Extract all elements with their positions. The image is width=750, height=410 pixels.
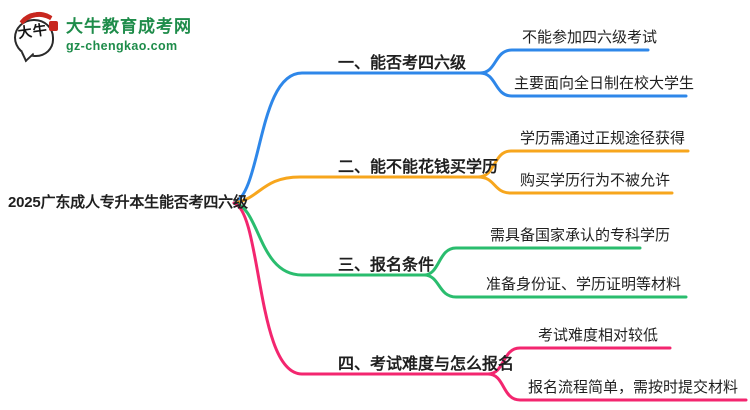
logo-brand-name: 大牛教育成考网 bbox=[66, 17, 192, 37]
logo-text-block: 大牛教育成考网 gz-chengkao.com bbox=[66, 18, 192, 53]
branch-4-child-1[interactable]: 考试难度相对较低 bbox=[538, 327, 659, 344]
logo-red-seal bbox=[49, 21, 58, 31]
speech-bubble-shape bbox=[14, 19, 54, 57]
logo-bubble-icon: 大牛 bbox=[13, 8, 63, 63]
site-logo[interactable]: 大牛 大牛教育成考网 gz-chengkao.com bbox=[13, 8, 192, 63]
branch-3-child-1[interactable]: 需具备国家承认的专科学历 bbox=[490, 227, 671, 244]
branch-2-child-2[interactable]: 购买学历行为不被允许 bbox=[520, 172, 671, 189]
branch-3-label[interactable]: 三、报名条件 bbox=[338, 257, 435, 274]
branch-2-label[interactable]: 二、能不能花钱买学历 bbox=[338, 159, 499, 176]
branch-1-label[interactable]: 一、能否考四六级 bbox=[338, 55, 467, 72]
root-topic[interactable]: 2025广东成人专升本生能否考四六级 bbox=[8, 194, 248, 211]
branch-4-label[interactable]: 四、考试难度与怎么报名 bbox=[338, 356, 515, 373]
branch-1-child-1[interactable]: 不能参加四六级考试 bbox=[522, 29, 658, 46]
branch-4-child-2[interactable]: 报名流程简单，需按时提交材料 bbox=[528, 379, 739, 396]
logo-domain-url: gz-chengkao.com bbox=[66, 38, 178, 53]
branch-3-child-2[interactable]: 准备身份证、学历证明等材料 bbox=[486, 276, 682, 293]
branch-1-child-2[interactable]: 主要面向全日制在校大学生 bbox=[514, 75, 695, 92]
branch-2-child-1[interactable]: 学历需通过正规途径获得 bbox=[520, 130, 686, 147]
